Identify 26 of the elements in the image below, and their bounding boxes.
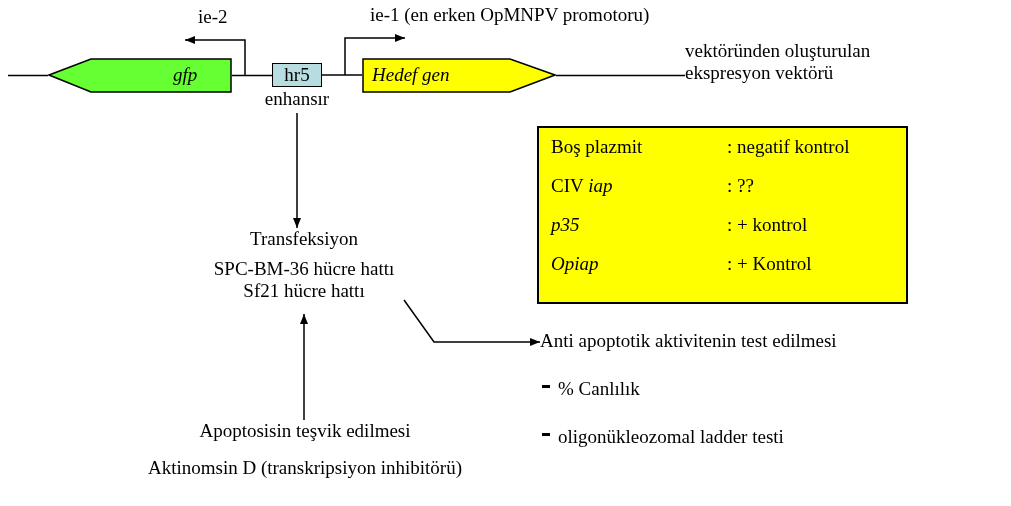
control-role: : negatif kontrol (727, 136, 850, 158)
arrow (403, 299, 541, 346)
vector-caption: vektöründen oluşturulan ekspresyon vektörü (685, 40, 872, 84)
step-text: Apoptosisin teşvik edilmesi (198, 420, 412, 442)
control-role: : ?? (727, 175, 754, 197)
promoter-label: ie-2 (198, 6, 228, 28)
control-role: : + Kontrol (727, 253, 812, 275)
control-table (537, 126, 908, 304)
construct-name: CIV iap (551, 175, 613, 197)
promoter-label: ie-1 (en erken OpMNPV promotoru) (370, 4, 650, 26)
bullet-text: % Canlılık (558, 378, 640, 400)
element-caption: enhansır (263, 88, 331, 110)
gene-name: gfp (173, 64, 198, 86)
control-role: : + kontrol (727, 214, 808, 236)
gene-name: Hedef gen (372, 64, 450, 86)
arrow (293, 112, 301, 229)
step-text: SPC-BM-36 hücre hattı Sf21 hücre hattı (212, 258, 396, 302)
construct-name: Opiap (551, 253, 599, 275)
step-text: Aktinomsin D (transkripsiyon inhibitörü) (147, 457, 463, 479)
step-text: Transfeksiyon (249, 228, 359, 250)
step-text: Anti apoptotik aktivitenin test edilmesi (540, 330, 837, 352)
construct-name: p35 (551, 214, 580, 236)
bullet-text: oligonükleozomal ladder testi (558, 426, 784, 448)
enhancer-box: hr5 (272, 63, 322, 87)
construct-name: Boş plazmit (551, 136, 643, 158)
arrow (300, 313, 308, 421)
